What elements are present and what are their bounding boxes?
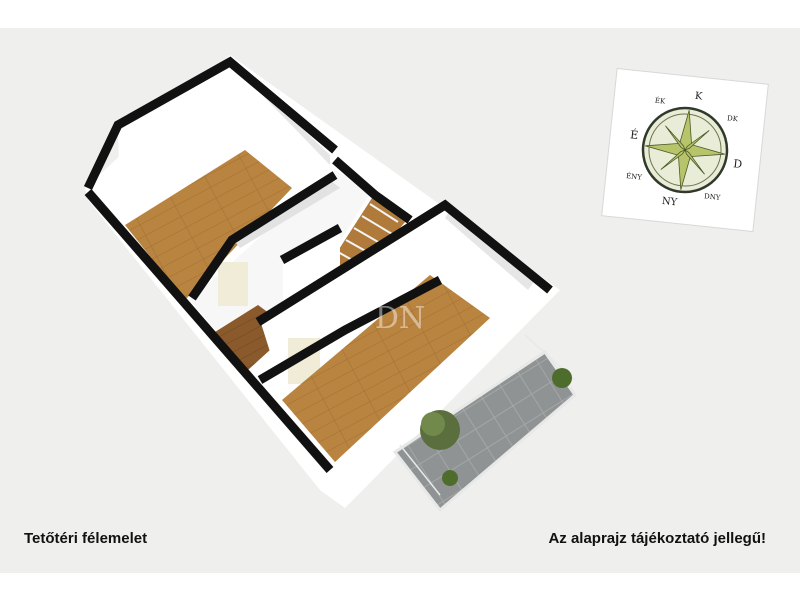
compass-label-northeast: ÉK xyxy=(654,96,666,106)
compass-rose: É ÉK K DK D DNY NY ÉNY xyxy=(601,67,769,233)
disclaimer-caption: Az alaprajz tájékoztató jellegű! xyxy=(548,530,766,547)
compass-label-east: K xyxy=(694,91,703,103)
compass-label-south: D xyxy=(733,157,743,171)
compass-label-northwest: ÉNY xyxy=(626,171,643,182)
compass-label-southwest: DNY xyxy=(704,192,721,202)
shrub-small-left xyxy=(442,470,458,486)
compass-label-west: NY xyxy=(661,196,678,209)
shrub-small-right xyxy=(552,368,572,388)
compass-label-southeast: DK xyxy=(727,114,739,123)
watermark: DN xyxy=(375,301,425,336)
wall-outlines xyxy=(83,56,553,473)
wood-floor-lower-right xyxy=(282,275,490,462)
floor-name-caption: Tetőtéri félemelet xyxy=(24,530,148,547)
door-panel xyxy=(218,262,248,306)
wood-floor-upper-left xyxy=(125,150,292,300)
compass-label-north: É xyxy=(630,127,639,142)
compass-star-icon xyxy=(645,110,725,190)
terrace xyxy=(392,334,578,513)
